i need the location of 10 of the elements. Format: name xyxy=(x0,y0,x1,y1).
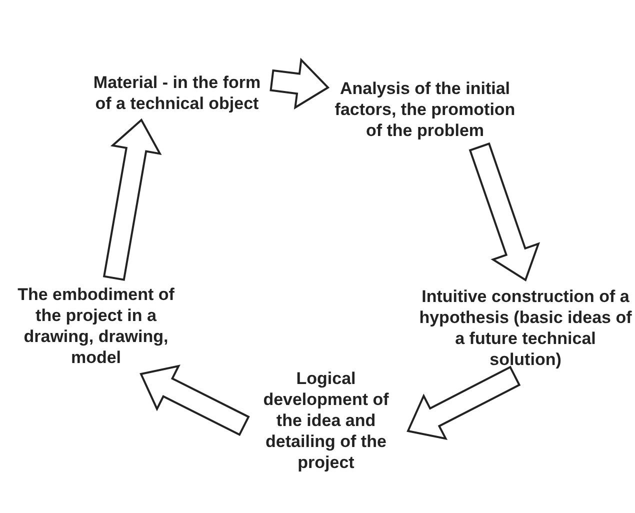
step-text: Logical development of the idea and detailing of the project xyxy=(262,368,390,473)
step-text: Material - in the form of a technical object xyxy=(92,72,262,114)
block-arrow xyxy=(140,364,250,436)
step-text: The embodiment of the project in a drawing, drawing, model xyxy=(16,284,176,368)
step-text: Intuitive construction of a hypothesis (basic ideas of a future technical solution) xyxy=(418,286,633,370)
block-arrow xyxy=(270,58,330,110)
block-arrow xyxy=(406,366,521,440)
step-text: Analysis of the initial factors, the promotion of the problem xyxy=(334,78,516,141)
block-arrow xyxy=(468,142,540,282)
block-arrow xyxy=(102,118,162,281)
